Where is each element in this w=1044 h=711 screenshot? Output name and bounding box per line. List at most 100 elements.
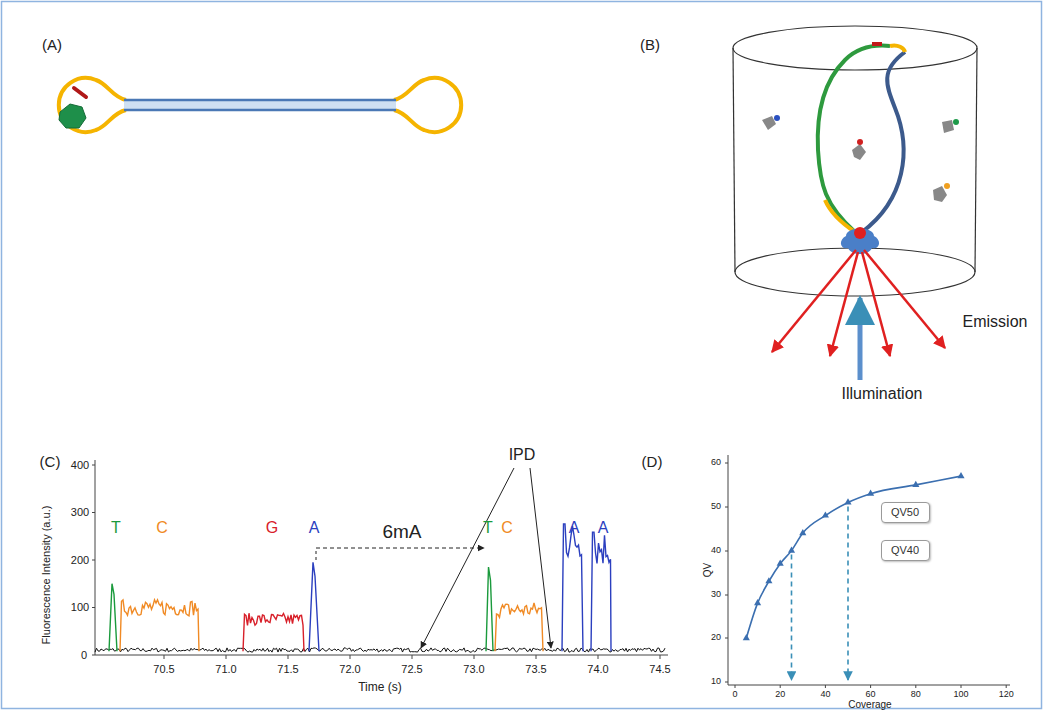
tick-mark — [915, 685, 916, 688]
trace-axes — [95, 460, 668, 655]
zmw-well — [733, 26, 977, 380]
tick-label: 74.0 — [587, 663, 608, 675]
tick-label: 60 — [866, 690, 876, 700]
illumination-label: Illumination — [842, 385, 923, 403]
tick-mark — [961, 685, 962, 688]
tick-label: 72.5 — [401, 663, 422, 675]
tick-mark — [725, 595, 728, 596]
qv-point — [867, 490, 874, 496]
tick-mark — [164, 655, 165, 659]
emission-label: Emission — [963, 313, 1028, 331]
tick-label: 80 — [911, 690, 921, 700]
base-call: A — [569, 519, 580, 537]
tick-mark — [92, 607, 95, 608]
pulse-trace — [495, 603, 543, 651]
tick-mark — [725, 507, 728, 508]
base-call: C — [156, 519, 168, 537]
tick-label: 73.5 — [525, 663, 546, 675]
tick-label: 71.5 — [277, 663, 298, 675]
tick-mark — [725, 551, 728, 552]
base-call: A — [598, 519, 609, 537]
fluorescence-trace — [92, 465, 665, 659]
tick-label: 50 — [711, 502, 721, 512]
pulse-trace — [309, 562, 319, 651]
pulse-trace — [591, 532, 611, 651]
pulse-trace — [243, 613, 304, 651]
ipd-arrows — [316, 468, 551, 648]
panel-letter: (D) — [642, 454, 663, 471]
smrtbell-template — [59, 78, 461, 132]
tick-label: 20 — [711, 633, 721, 643]
tick-mark — [92, 512, 95, 513]
qv-text: QV50 — [891, 506, 919, 518]
qv-point — [777, 560, 784, 566]
qv-point — [788, 546, 795, 552]
tick-label: 74.5 — [649, 663, 670, 675]
tick-label: 20 — [775, 690, 785, 700]
tick-mark — [474, 655, 475, 659]
tick-mark — [288, 655, 289, 659]
qv-curve — [725, 463, 1006, 688]
tick-label: 30 — [711, 590, 721, 600]
tick-label: 71.0 — [215, 663, 236, 675]
qv-point — [844, 498, 851, 504]
tick-mark — [870, 685, 871, 688]
pulse-trace — [486, 567, 493, 651]
tick-label: 72.0 — [339, 663, 360, 675]
tick-mark — [825, 685, 826, 688]
base-call: T — [111, 519, 121, 537]
tick-mark — [92, 655, 95, 656]
tick-mark — [725, 682, 728, 683]
panel-letter: (C) — [40, 454, 61, 471]
base-call: A — [309, 519, 320, 537]
tick-label: 100 — [71, 601, 89, 613]
base-call: G — [266, 519, 278, 537]
qv-point — [912, 481, 919, 487]
panel-letter: (A) — [42, 37, 62, 54]
tick-label: 40 — [711, 546, 721, 556]
qv-box: QV40 — [881, 540, 930, 561]
tick-label: 60 — [711, 458, 721, 468]
base-call: C — [501, 519, 513, 537]
tick-label: 120 — [999, 690, 1014, 700]
ipd-label: IPD — [509, 446, 536, 464]
axis-title: Fluorescence Intensity (a.u.) — [40, 506, 52, 645]
tick-mark — [350, 655, 351, 659]
tick-mark — [735, 685, 736, 688]
tick-mark — [725, 463, 728, 464]
coverage-arrow — [847, 506, 849, 680]
pulse-trace — [109, 584, 117, 651]
baseline-trace — [95, 648, 665, 652]
tick-label: 400 — [71, 459, 89, 471]
tick-mark — [536, 655, 537, 659]
qv-point — [822, 511, 829, 517]
tick-label: 70.5 — [153, 663, 174, 675]
axis-title: QV — [702, 563, 713, 577]
qv-point — [957, 472, 964, 478]
axis-title: Coverage — [848, 699, 891, 710]
tick-mark — [660, 655, 661, 659]
tick-label: 40 — [820, 690, 830, 700]
tick-mark — [412, 655, 413, 659]
qv-point — [754, 599, 761, 605]
tick-label: 10 — [711, 677, 721, 687]
qv-point — [799, 529, 806, 535]
base-call: T — [483, 519, 493, 537]
coverage-arrow — [791, 555, 793, 680]
tick-mark — [92, 465, 95, 466]
tick-label: 300 — [71, 506, 89, 518]
tick-label: 100 — [953, 690, 968, 700]
tick-mark — [780, 685, 781, 688]
pulse-trace — [562, 524, 583, 651]
axis-title: Time (s) — [358, 681, 402, 694]
qv-box: QV50 — [881, 502, 930, 523]
tick-mark — [226, 655, 227, 659]
qv-line — [746, 476, 961, 638]
modification-label: 6mA — [382, 522, 421, 543]
panel-letter: (B) — [640, 37, 660, 54]
tick-label: 0 — [81, 649, 87, 661]
pulse-trace — [120, 600, 199, 651]
tick-mark — [1006, 685, 1007, 688]
